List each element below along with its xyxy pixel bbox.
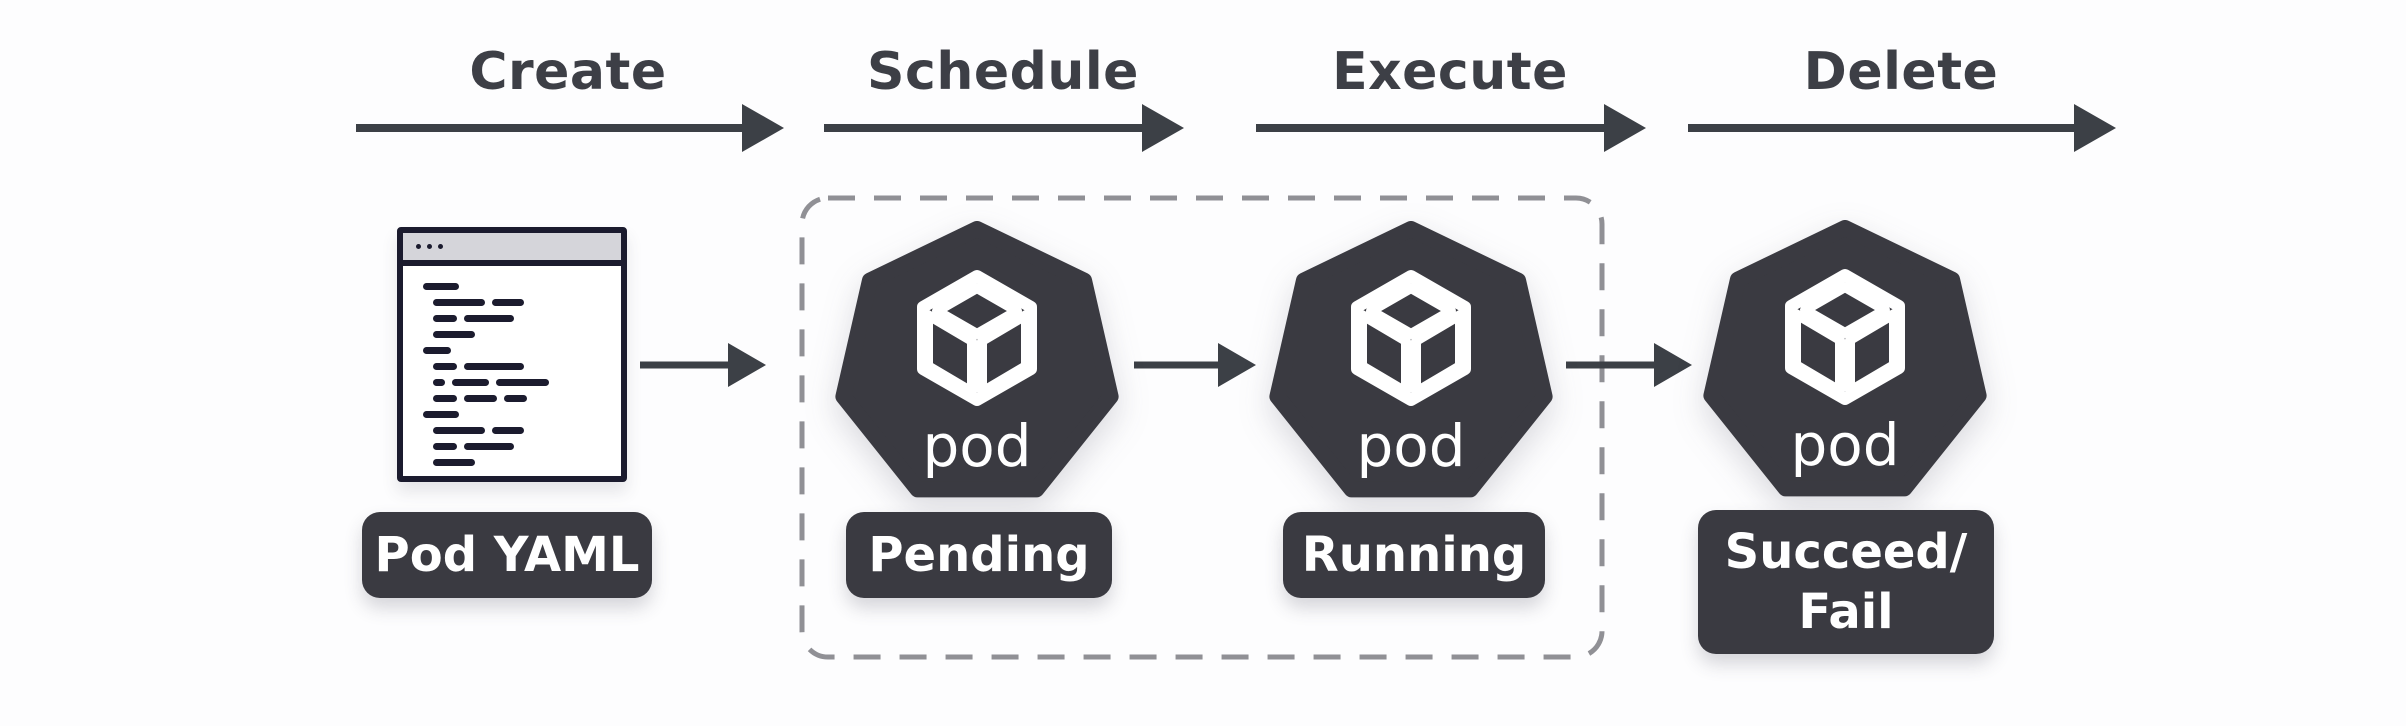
phase-label-execute: Execute [1332, 42, 1568, 102]
pod-icon-text: pod [922, 412, 1031, 480]
cube-icon [1351, 270, 1471, 406]
pending-badge: Pending [846, 512, 1112, 598]
phase-label-create: Create [469, 42, 667, 102]
window-dot-icon [416, 244, 421, 249]
pod-icon-pending: pod [835, 221, 1119, 498]
phase-label-schedule: Schedule [867, 42, 1139, 102]
succeed-fail-badge-line2: Fail [1798, 584, 1894, 640]
yaml-document-window-icon [397, 227, 627, 482]
pod-yaml-badge-label: Pod YAML [374, 527, 640, 583]
window-titlebar [403, 233, 621, 266]
yaml-to-pending-arrow [640, 343, 766, 387]
running-badge-label: Running [1301, 527, 1527, 583]
running-to-succeed-arrow [1566, 343, 1692, 387]
window-dot-icon [438, 244, 443, 249]
succeed-fail-badge-line1: Succeed/ [1724, 524, 1968, 580]
pod-states-dashed-box [799, 195, 1605, 660]
pod-icon-text: pod [1356, 412, 1465, 480]
pod-icon-succeed-fail: pod [1703, 220, 1987, 497]
execute-arrow [1256, 104, 1646, 152]
pod-yaml-badge: Pod YAML [362, 512, 652, 598]
running-badge: Running [1283, 512, 1545, 598]
create-arrow [356, 104, 784, 152]
pending-to-running-arrow [1134, 343, 1256, 387]
delete-arrow [1688, 104, 2116, 152]
cube-icon [1785, 269, 1905, 405]
pod-icon-running: pod [1269, 221, 1553, 498]
cube-icon [917, 270, 1037, 406]
schedule-arrow [824, 104, 1184, 152]
pending-badge-label: Pending [868, 527, 1090, 583]
pod-icon-text: pod [1790, 411, 1899, 479]
succeed-fail-badge: Succeed/ Fail [1698, 510, 1994, 654]
yaml-code-lines [403, 266, 621, 466]
phase-label-delete: Delete [1803, 42, 1999, 102]
window-dot-icon [427, 244, 432, 249]
